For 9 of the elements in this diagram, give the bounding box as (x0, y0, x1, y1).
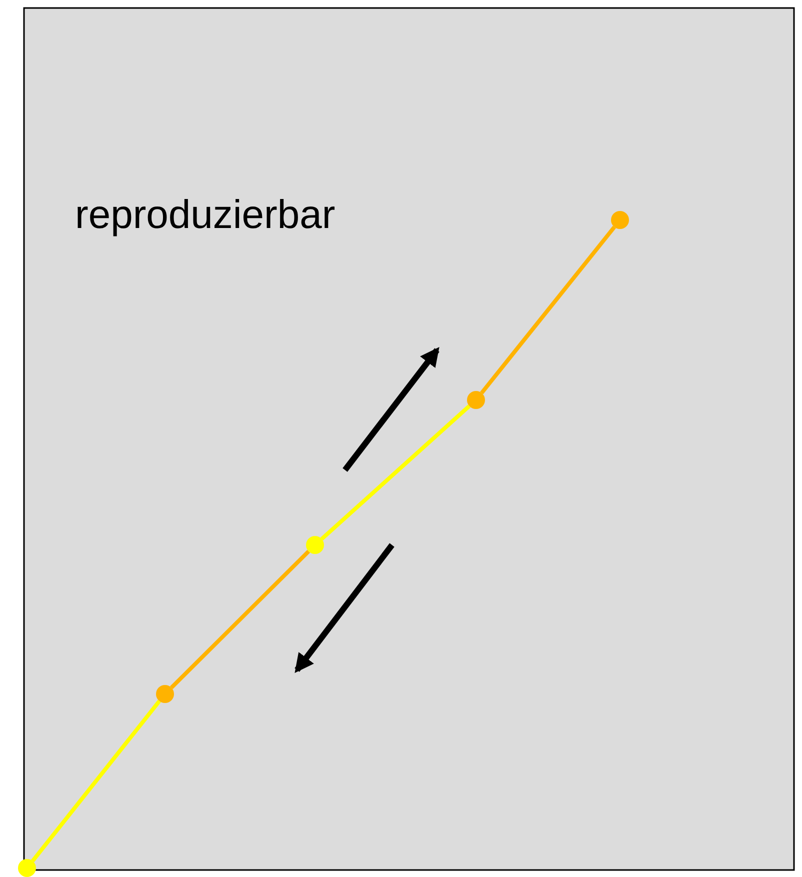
point-dot (156, 685, 174, 703)
point-dot (467, 391, 485, 409)
line-segment (320, 404, 471, 540)
point-dot (611, 211, 629, 229)
line-segment (480, 226, 616, 394)
panel-label: reproduzierbar (75, 193, 336, 238)
point-dot (306, 536, 324, 554)
point-dot (18, 859, 36, 877)
line-segment (170, 550, 310, 690)
